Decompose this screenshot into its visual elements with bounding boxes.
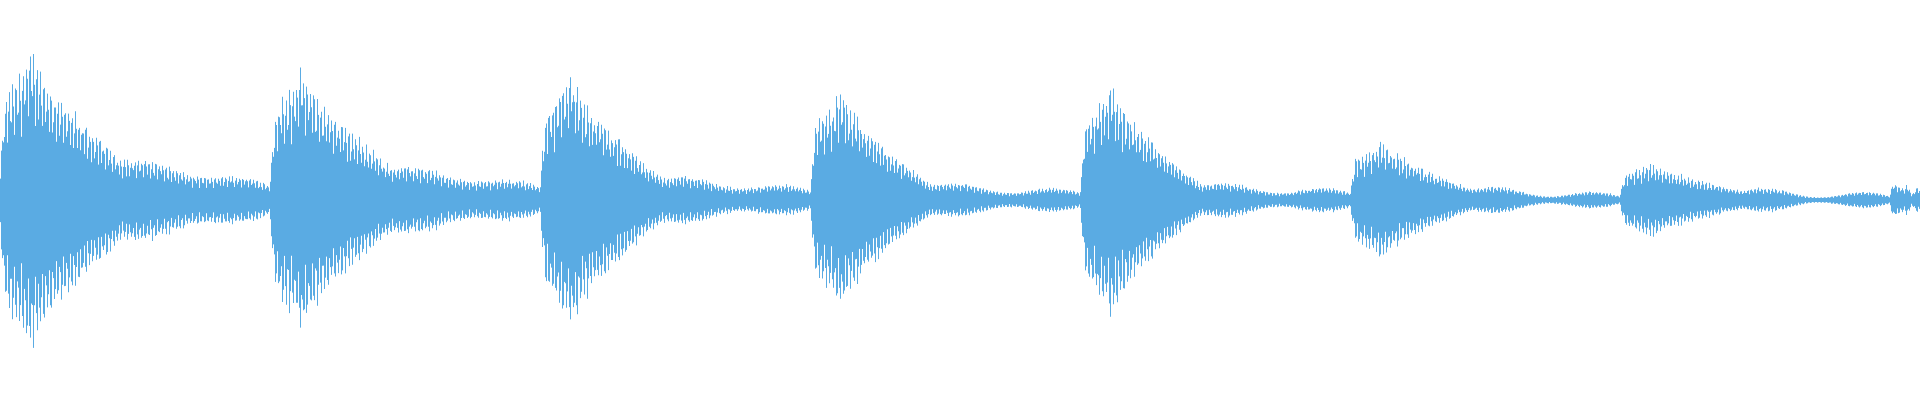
waveform-center-line (0, 198, 1920, 202)
waveform-strokes (0, 54, 1920, 348)
